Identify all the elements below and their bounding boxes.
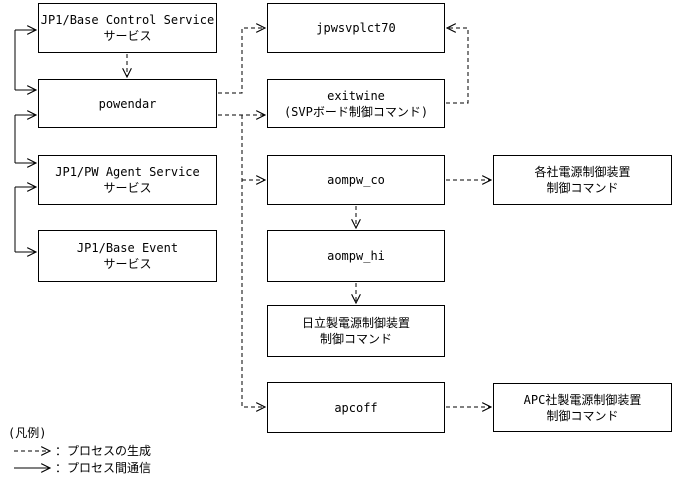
node-apcoff: apcoff bbox=[267, 382, 445, 433]
edge-communication-basecontrol-powendar bbox=[14, 30, 36, 90]
edge-powendar-apcoff bbox=[241, 115, 265, 407]
node-label: 制御コマンド bbox=[319, 332, 392, 346]
node-label: APC社製電源制御装置 bbox=[523, 392, 642, 407]
node-label: JP1/Base Event bbox=[76, 241, 179, 255]
node-vendor-power-control-command: 各社電源制御装置 制御コマンド bbox=[493, 155, 672, 205]
node-label: aompw_co bbox=[327, 173, 385, 187]
node-label: サービス bbox=[103, 181, 152, 195]
node-label: JP1/Base Control Service bbox=[40, 13, 215, 27]
edge-communication-pwagent-baseevent bbox=[14, 187, 36, 252]
legend-communication-label: ：プロセス間通信 bbox=[55, 461, 152, 475]
node-aompw-co: aompw_co bbox=[267, 155, 445, 205]
node-label: 日立製電源制御装置 bbox=[301, 316, 410, 330]
node-jp1-pw-agent-service: JP1/PW Agent Service サービス bbox=[38, 155, 217, 205]
node-exitwine: exitwine (SVPボード制御コマンド) bbox=[267, 79, 445, 128]
node-jp1-base-event-service: JP1/Base Event サービス bbox=[38, 230, 217, 282]
edge-communication-powendar-pwagent bbox=[14, 115, 36, 163]
node-hitachi-power-control-command: 日立製電源制御装置 制御コマンド bbox=[267, 305, 445, 357]
node-label: 制御コマンド bbox=[546, 181, 619, 195]
node-label: aompw_hi bbox=[327, 249, 385, 263]
node-label: apcoff bbox=[334, 400, 378, 415]
node-apc-power-control-command: APC社製電源制御装置 制御コマンド bbox=[493, 383, 672, 432]
edge-exitwine-jpwsvplct70 bbox=[446, 28, 469, 104]
node-powendar: powendar bbox=[38, 79, 217, 128]
node-label: (SVPボード制御コマンド) bbox=[283, 104, 429, 119]
node-label: サービス bbox=[103, 257, 152, 271]
edge-powendar-jpwsvplct70 bbox=[218, 28, 265, 94]
legend-creation-label: ：プロセスの生成 bbox=[55, 444, 152, 458]
node-label: exitwine bbox=[327, 88, 385, 103]
node-jp1-base-control-service: JP1/Base Control Service サービス bbox=[38, 3, 217, 53]
node-jpwsvplct70: jpwsvplct70 bbox=[267, 3, 445, 53]
legend-title: (凡例) bbox=[8, 426, 47, 440]
node-aompw-hi: aompw_hi bbox=[267, 230, 445, 282]
node-label: powendar bbox=[98, 96, 157, 111]
node-label: 制御コマンド bbox=[546, 408, 619, 423]
node-label: サービス bbox=[103, 29, 152, 43]
node-label: JP1/PW Agent Service bbox=[55, 165, 200, 179]
node-label: jpwsvplct70 bbox=[316, 21, 396, 35]
node-label: 各社電源制御装置 bbox=[534, 165, 631, 179]
